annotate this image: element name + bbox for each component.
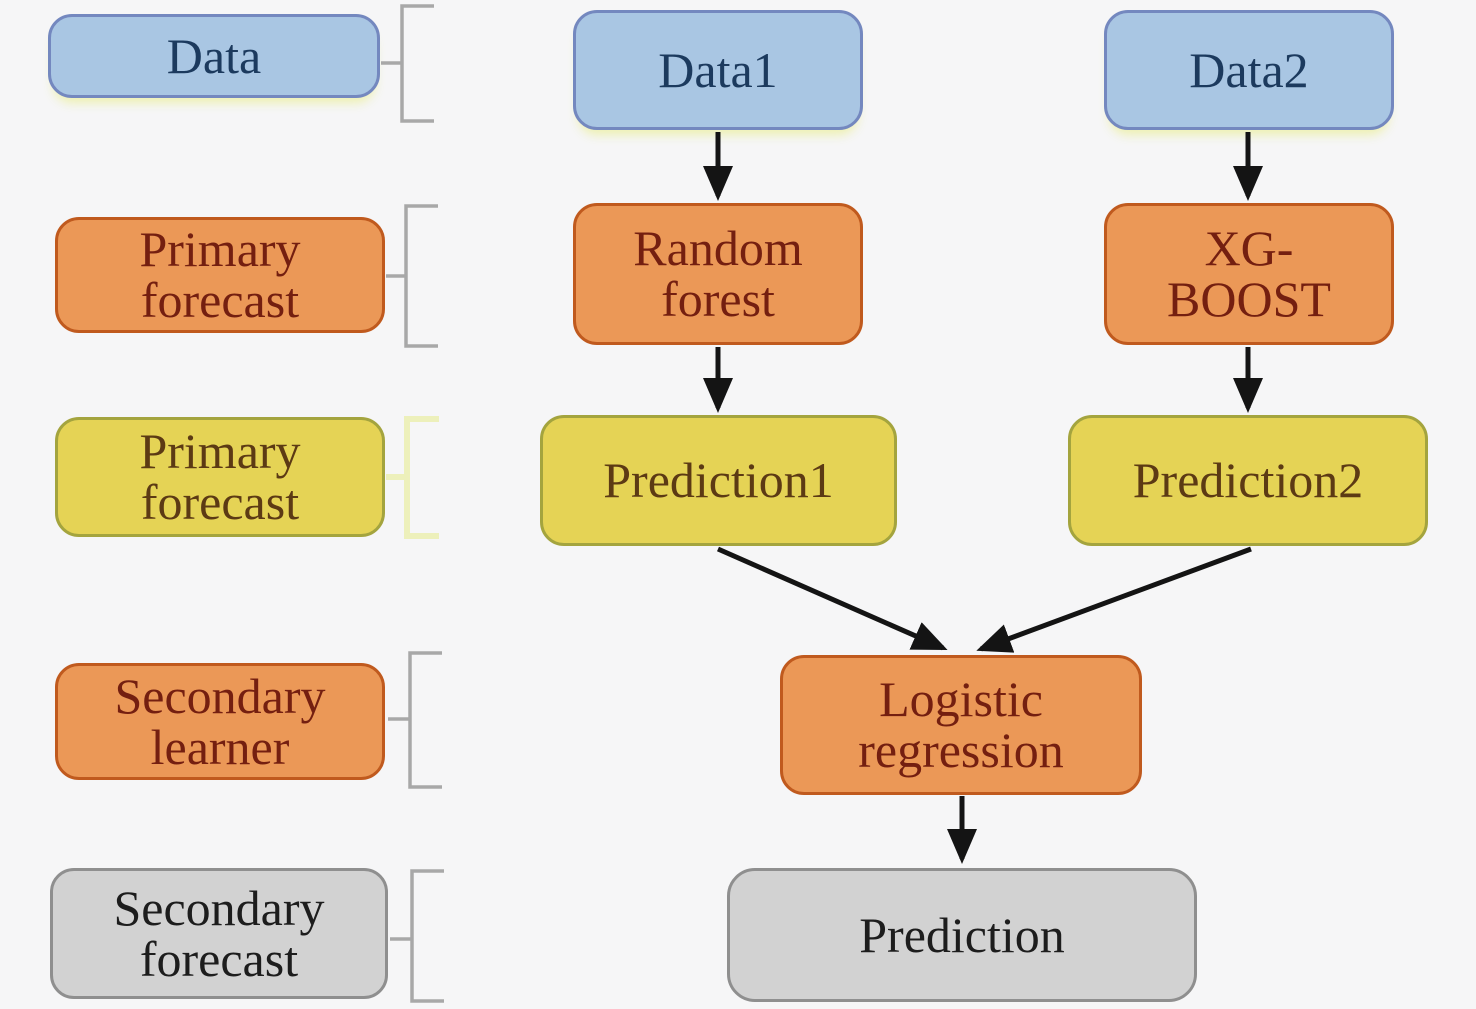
bracket-primary-forecast-row [386,416,439,539]
node-xgboost: XG-BOOST [1104,203,1394,345]
legend-item-secondary-forecast: Secondary forecast [50,868,388,999]
node-label: Data2 [1189,41,1309,98]
bracket-primary-learner-row [386,204,438,348]
node-label: Prediction [859,906,1065,963]
node-prediction1: Prediction1 [540,415,897,546]
node-label: Prediction1 [603,452,834,508]
node-label: Logistic regression [858,671,1064,778]
legend-label: Data [166,27,262,84]
legend-item-primary-forecast: Primary forecast [55,417,385,537]
node-logistic-regression: Logistic regression [780,655,1142,795]
node-label: Random forest [633,220,803,327]
node-label: XG-BOOST [1167,220,1331,327]
node-data1: Data1 [573,10,863,130]
node-label: Prediction2 [1132,452,1364,508]
node-random-forest: Random forest [573,203,863,345]
legend-label: Primary forecast [139,221,301,328]
arrow-prediction2-to-logistic-regression [976,546,1252,653]
bracket-secondary-learner-row [388,651,442,789]
legend-label: Primary forecast [139,423,301,530]
arrow-prediction1-to-logistic-regression [716,546,948,651]
legend-label: Secondary forecast [113,879,325,987]
legend-label: Secondary learner [114,667,326,775]
node-label: Data1 [658,41,778,98]
legend-item-secondary-learner: Secondary learner [55,663,385,780]
bracket-data-row [381,4,434,123]
legend-item-primary-learner: Primary forecast [55,217,385,333]
legend-item-data: Data [48,14,380,98]
node-prediction2: Prediction2 [1068,415,1428,546]
node-data2: Data2 [1104,10,1394,130]
bracket-secondary-forecast-row [390,869,444,1003]
node-final-prediction: Prediction [727,868,1197,1002]
